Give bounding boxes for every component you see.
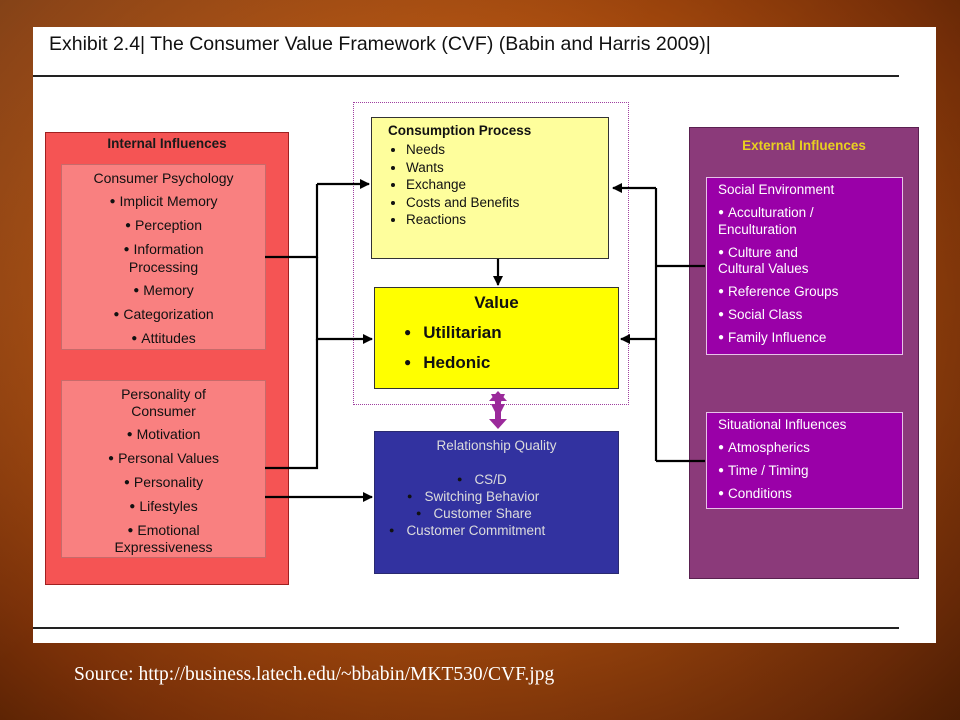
bullet-icon: ● bbox=[123, 476, 130, 488]
bullet-icon: ● bbox=[113, 308, 120, 320]
situational-influences-box: Situational Influences ●Atmospherics ●Ti… bbox=[706, 412, 903, 509]
bullet-icon: ● bbox=[407, 491, 413, 501]
list-item: ●Reference Groups bbox=[718, 284, 839, 299]
list-item: ●Perception bbox=[125, 217, 202, 233]
bullet-icon: ● bbox=[416, 508, 422, 518]
list-item: Needs bbox=[406, 141, 519, 159]
connector-personality bbox=[265, 339, 319, 470]
double-arrow-top-head bbox=[489, 391, 507, 401]
internal-influences-box: Internal Influences Consumer Psychology … bbox=[45, 132, 289, 585]
list-item: ●Social Class bbox=[718, 307, 803, 322]
bullet-icon: ● bbox=[718, 309, 725, 320]
list-item: ●Lifestyles bbox=[129, 497, 198, 514]
list-item: ●Customer Commitment bbox=[389, 523, 546, 538]
list-item: ●Personality bbox=[123, 473, 204, 490]
bullet-icon: ● bbox=[108, 452, 115, 464]
list-item: ●Acculturation / Enculturation bbox=[718, 205, 814, 237]
list-item: ●Emotional Expressiveness bbox=[114, 521, 213, 556]
list-item: ●Family Influence bbox=[718, 330, 827, 345]
bullet-icon: ● bbox=[718, 246, 725, 258]
bullet-icon: ● bbox=[404, 355, 412, 369]
value-title: Value bbox=[474, 293, 519, 312]
personality-of-consumer-header: Personality of Consumer bbox=[121, 386, 206, 419]
social-environment-header: Social Environment bbox=[718, 182, 835, 197]
bullet-icon: ● bbox=[718, 442, 725, 453]
list-item: ●Implicit Memory bbox=[109, 193, 218, 209]
consumer-psychology-header: Consumer Psychology bbox=[93, 170, 234, 186]
relationship-quality-box: Relationship Quality ●CS/D ●Switching Be… bbox=[374, 431, 619, 574]
top-rule bbox=[33, 75, 899, 77]
connector-psychology bbox=[265, 184, 319, 259]
bullet-icon: ● bbox=[718, 465, 725, 476]
bullet-icon: ● bbox=[123, 244, 130, 255]
consumer-psychology-box: Consumer Psychology ●Implicit Memory ●Pe… bbox=[61, 164, 266, 350]
relationship-quality-title: Relationship Quality bbox=[436, 438, 557, 453]
bullet-icon: ● bbox=[718, 488, 725, 499]
list-item: ●Utilitarian bbox=[404, 323, 502, 342]
list-item: ●Categorization bbox=[113, 305, 214, 322]
list-item: ●CS/D bbox=[457, 472, 507, 487]
arrow-to-value-left bbox=[315, 257, 373, 344]
consumption-process-list: Needs Wants Exchange Costs and Benefits … bbox=[388, 141, 519, 229]
bullet-icon: ● bbox=[125, 220, 132, 231]
bullet-icon: ● bbox=[129, 500, 136, 512]
list-item: ●Memory bbox=[133, 281, 194, 298]
internal-influences-title: Internal Influences bbox=[107, 136, 227, 151]
bullet-icon: ● bbox=[133, 284, 140, 296]
bullet-icon: ● bbox=[718, 207, 725, 218]
list-item: ●Personal Values bbox=[108, 449, 219, 466]
list-item: ●Hedonic bbox=[404, 353, 491, 372]
list-item: ●Conditions bbox=[718, 486, 792, 501]
external-influences-box: External Influences Social Environment ●… bbox=[689, 127, 919, 579]
bullet-icon: ● bbox=[457, 474, 463, 484]
exhibit-title: Exhibit 2.4| The Consumer Value Framewor… bbox=[49, 33, 711, 55]
personality-of-consumer-box: Personality of Consumer ●Motivation ●Per… bbox=[61, 380, 266, 558]
bullet-icon: ● bbox=[718, 332, 725, 343]
list-item: ●Time / Timing bbox=[718, 463, 809, 478]
list-item: ●Atmospherics bbox=[718, 440, 810, 455]
bullet-icon: ● bbox=[126, 428, 133, 440]
bullet-icon: ● bbox=[404, 325, 412, 339]
bullet-icon: ● bbox=[127, 524, 134, 536]
bullet-icon: ● bbox=[389, 525, 395, 535]
list-item: Exchange bbox=[406, 176, 519, 194]
source-caption: Source: http://business.latech.edu/~bbab… bbox=[74, 664, 555, 685]
exhibit-panel: Exhibit 2.4| The Consumer Value Framewor… bbox=[33, 27, 936, 643]
list-item: Costs and Benefits bbox=[406, 194, 519, 212]
list-item: ●Culture and Cultural Values bbox=[718, 244, 809, 277]
value-box: Value ●Utilitarian ●Hedonic bbox=[374, 287, 619, 389]
consumption-process-box: Consumption Process Needs Wants Exchange… bbox=[371, 117, 609, 259]
bullet-icon: ● bbox=[718, 286, 725, 297]
social-environment-box: Social Environment ●Acculturation / Encu… bbox=[706, 177, 903, 355]
list-item: Reactions bbox=[406, 211, 519, 229]
list-item: ●Motivation bbox=[126, 425, 201, 442]
list-item: ●Switching Behavior bbox=[407, 489, 540, 504]
list-item: ●Customer Share bbox=[416, 506, 532, 521]
external-influences-title: External Influences bbox=[742, 138, 866, 153]
list-item: Wants bbox=[406, 159, 519, 177]
situational-influences-header: Situational Influences bbox=[718, 417, 847, 432]
list-item: ●Attitudes bbox=[131, 329, 196, 346]
bottom-rule bbox=[33, 627, 899, 629]
bullet-icon: ● bbox=[131, 332, 138, 344]
list-item: ●Information Processing bbox=[123, 241, 204, 275]
double-arrow-bottom-head bbox=[489, 419, 507, 429]
double-arrow-shaft bbox=[495, 399, 501, 421]
flow-arrows bbox=[265, 179, 705, 502]
bullet-icon: ● bbox=[109, 196, 116, 207]
consumption-process-title: Consumption Process bbox=[388, 123, 532, 138]
